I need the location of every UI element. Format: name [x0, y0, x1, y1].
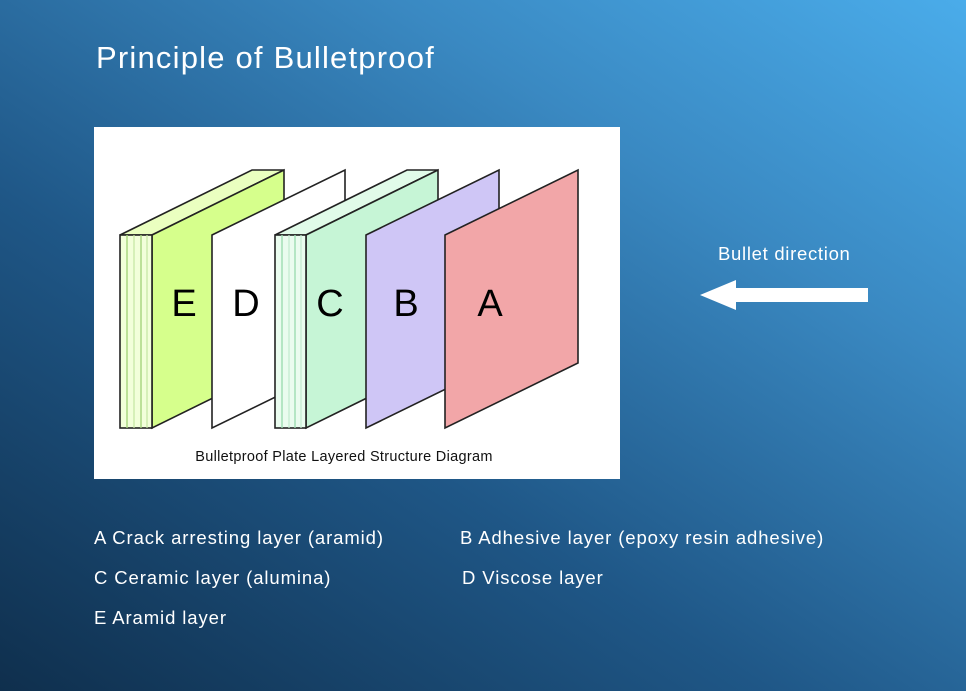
bullet-direction-label: Bullet direction — [718, 243, 851, 264]
legend-item-b: B Adhesive layer (epoxy resin adhesive) — [460, 527, 825, 548]
layer-diagram: E D C B A Bulletproof Plate Layered Stru… — [94, 127, 620, 479]
bullet-direction-arrow-icon — [700, 280, 868, 310]
layer-diagram-graphic: E D C B A — [119, 168, 579, 430]
layer-b-letter: B — [393, 283, 418, 325]
layer-a — [444, 168, 579, 430]
page-title: Principle of Bulletproof — [96, 40, 435, 75]
diagram-caption: Bulletproof Plate Layered Structure Diag… — [195, 449, 493, 465]
legend-item-e: E Aramid layer — [94, 607, 227, 628]
legend-item-c: C Ceramic layer (alumina) — [94, 567, 332, 588]
layer-e-letter: E — [171, 283, 196, 325]
layer-d-letter: D — [232, 283, 259, 325]
layer-a-letter: A — [477, 283, 503, 325]
legend-item-d: D Viscose layer — [462, 567, 604, 588]
layer-c-letter: C — [316, 283, 343, 325]
legend-item-a: A Crack arresting layer (aramid) — [94, 527, 384, 548]
